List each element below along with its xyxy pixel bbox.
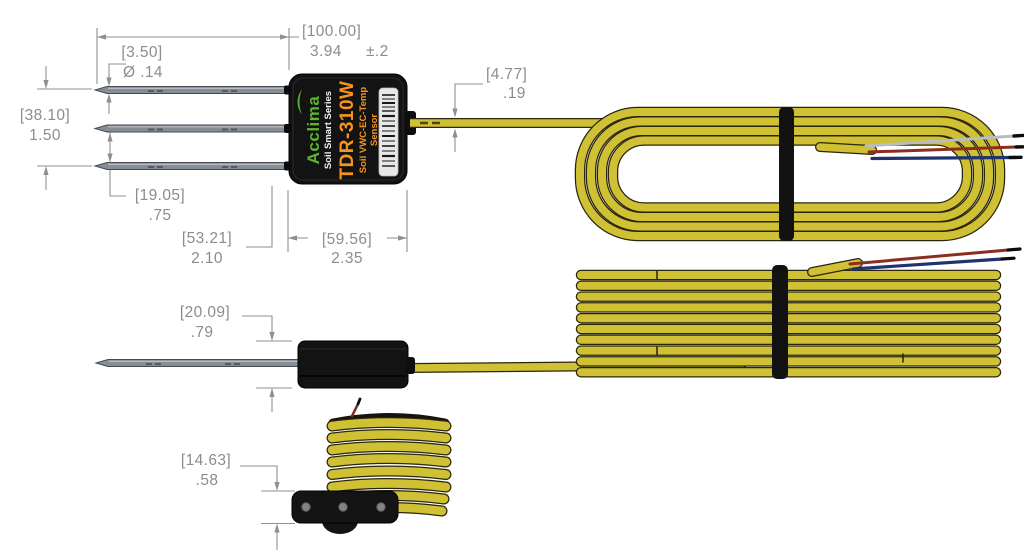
dim-body-width-in: 2.35 xyxy=(331,250,363,267)
dim-cable-diameter: [4.77] .19 xyxy=(452,66,527,152)
brand-name: Acclima xyxy=(304,96,323,165)
wire-tip xyxy=(350,402,360,418)
probe-top xyxy=(93,86,296,94)
dim-probe-spacing: [19.05] .75 xyxy=(107,132,185,224)
probe-bottom xyxy=(93,162,296,170)
probe-side xyxy=(94,359,304,367)
sensor-type-2: Sensor xyxy=(369,114,380,147)
dim-probe-spacing-mm: [19.05] xyxy=(135,187,185,204)
dim-bracket-height-in: .58 xyxy=(196,472,219,489)
dim-cable-diameter-in: .19 xyxy=(503,85,526,102)
dim-body-offset: [53.21] 2.10 xyxy=(182,186,273,267)
lead-wires-top xyxy=(864,133,1024,161)
dim-bracket-height-mm: [14.63] xyxy=(181,452,231,469)
dim-probe-span-in: 1.50 xyxy=(29,127,61,144)
dim-body-width: [59.56] 2.35 xyxy=(287,190,408,267)
dim-probe-length-mm: [100.00] xyxy=(302,23,361,40)
dim-probe-diameter-in: Ø .14 xyxy=(123,64,163,81)
dim-body-height-in: .79 xyxy=(191,324,214,341)
mounting-bracket xyxy=(291,490,399,534)
barcode-icon xyxy=(382,94,395,167)
cable-coil-middle xyxy=(403,247,1022,379)
cable-tie-top xyxy=(779,107,794,241)
dim-probe-length-in: 3.94 xyxy=(310,43,342,60)
series-name: Soil Smart Series xyxy=(323,91,334,169)
dim-probe-span-mm: [38.10] xyxy=(20,107,70,124)
lead-wires-middle xyxy=(848,247,1022,271)
dim-probe-span: [38.10] 1.50 xyxy=(20,66,92,190)
model-name: TDR-310W xyxy=(337,80,358,179)
sensor-side-view xyxy=(94,340,415,389)
dim-body-width-mm: [59.56] xyxy=(322,231,372,248)
dim-body-height-mm: [20.09] xyxy=(180,304,230,321)
cable-coil-top xyxy=(574,106,1024,242)
dim-probe-diameter-mm: [3.50] xyxy=(121,44,162,61)
dim-probe-length-tol: ±.2 xyxy=(366,43,389,60)
dim-probe-spacing-in: .75 xyxy=(149,207,172,224)
product-label: Acclima Soil Smart Series TDR-310W Soil … xyxy=(297,80,380,180)
cable-coil-bottom xyxy=(291,397,452,534)
dim-cable-diameter-mm: [4.77] xyxy=(486,66,527,83)
acclima-leaf-icon xyxy=(297,89,302,115)
dim-body-offset-in: 2.10 xyxy=(191,250,223,267)
barcode-sticker xyxy=(378,87,399,177)
dim-bracket-height: [14.63] .58 xyxy=(181,452,295,550)
sensor-body-top-view: Acclima Soil Smart Series TDR-310W Soil … xyxy=(284,73,416,185)
dim-body-height: [20.09] .79 xyxy=(180,304,292,412)
dim-body-offset-mm: [53.21] xyxy=(182,230,232,247)
probe-middle xyxy=(93,124,296,133)
cable-tie-middle xyxy=(772,265,788,379)
dim-probe-diameter: [3.50] Ø .14 xyxy=(106,44,163,114)
sensor-type: Soil VWC-EC-Temp xyxy=(358,87,369,174)
dim-probe-length: [100.00] 3.94 ±.2 xyxy=(96,23,389,84)
